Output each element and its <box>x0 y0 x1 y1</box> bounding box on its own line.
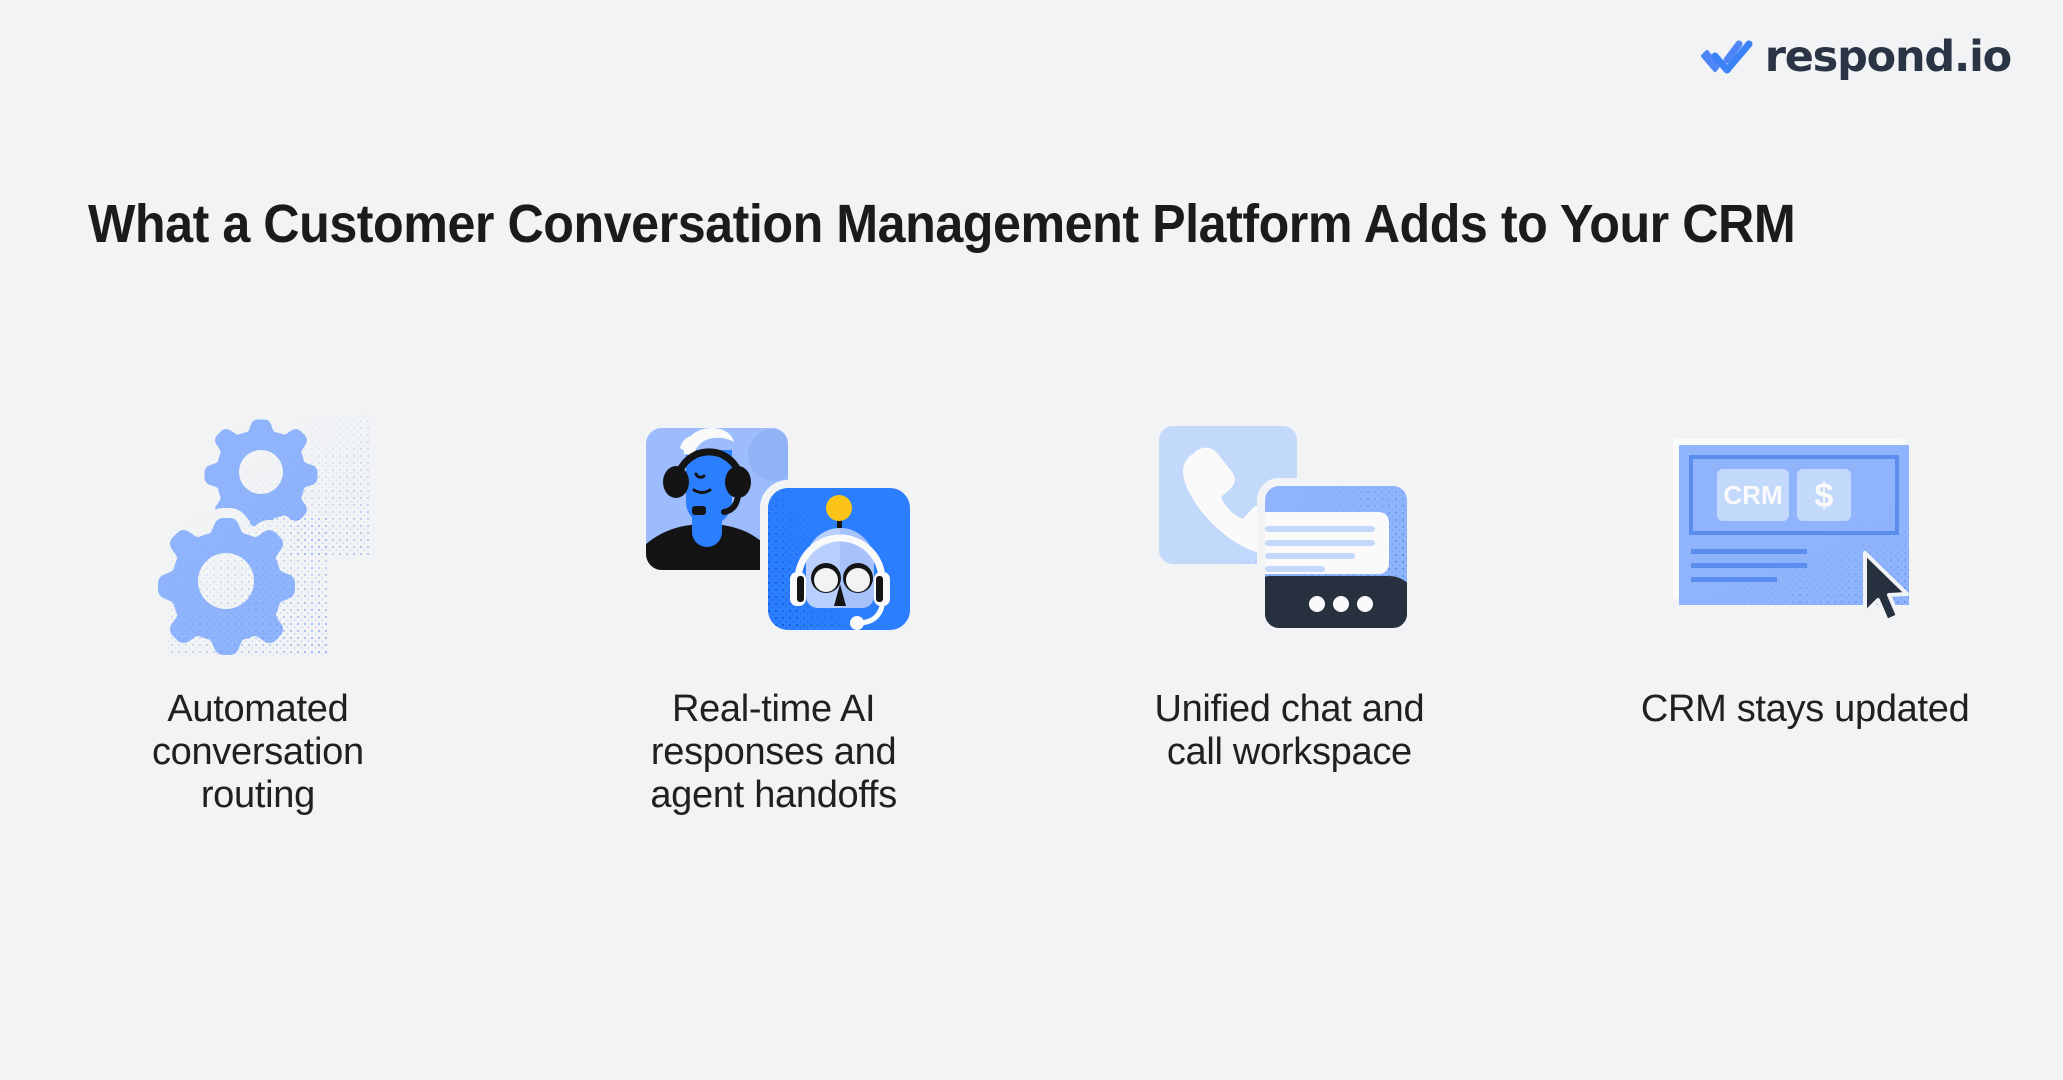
feature-caption: CRM stays updated <box>1640 688 1970 730</box>
brand-name: respond.io <box>1764 32 2012 82</box>
gears-icon <box>0 400 516 660</box>
currency-tile-label: $ <box>1815 477 1834 515</box>
feature-caption: Unified chat and call workspace <box>1154 688 1425 773</box>
agent-and-robot-icon <box>516 400 1032 660</box>
double-check-icon <box>1700 38 1757 78</box>
page-title: What a Customer Conversation Management … <box>88 194 1796 254</box>
crm-tile-label: CRM <box>1724 480 1783 510</box>
phone-and-chat-icon <box>1032 400 1548 660</box>
feature-card-crm-updated: CRM $ CRM stays updated <box>1547 400 2063 817</box>
feature-caption: Real-time AI responses and agent handoff… <box>650 688 897 816</box>
brand-logo[interactable]: respond.io <box>1700 32 2012 82</box>
feature-card-unified-workspace: Unified chat and call workspace <box>1032 400 1548 817</box>
feature-card-realtime-ai: Real-time AI responses and agent handoff… <box>516 400 1032 817</box>
feature-caption: Automated conversation routing <box>151 688 364 816</box>
feature-card-row: Automated conversation routing <box>0 400 2063 817</box>
feature-card-automated-routing: Automated conversation routing <box>0 400 516 817</box>
crm-dashboard-icon: CRM $ <box>1547 400 2063 660</box>
